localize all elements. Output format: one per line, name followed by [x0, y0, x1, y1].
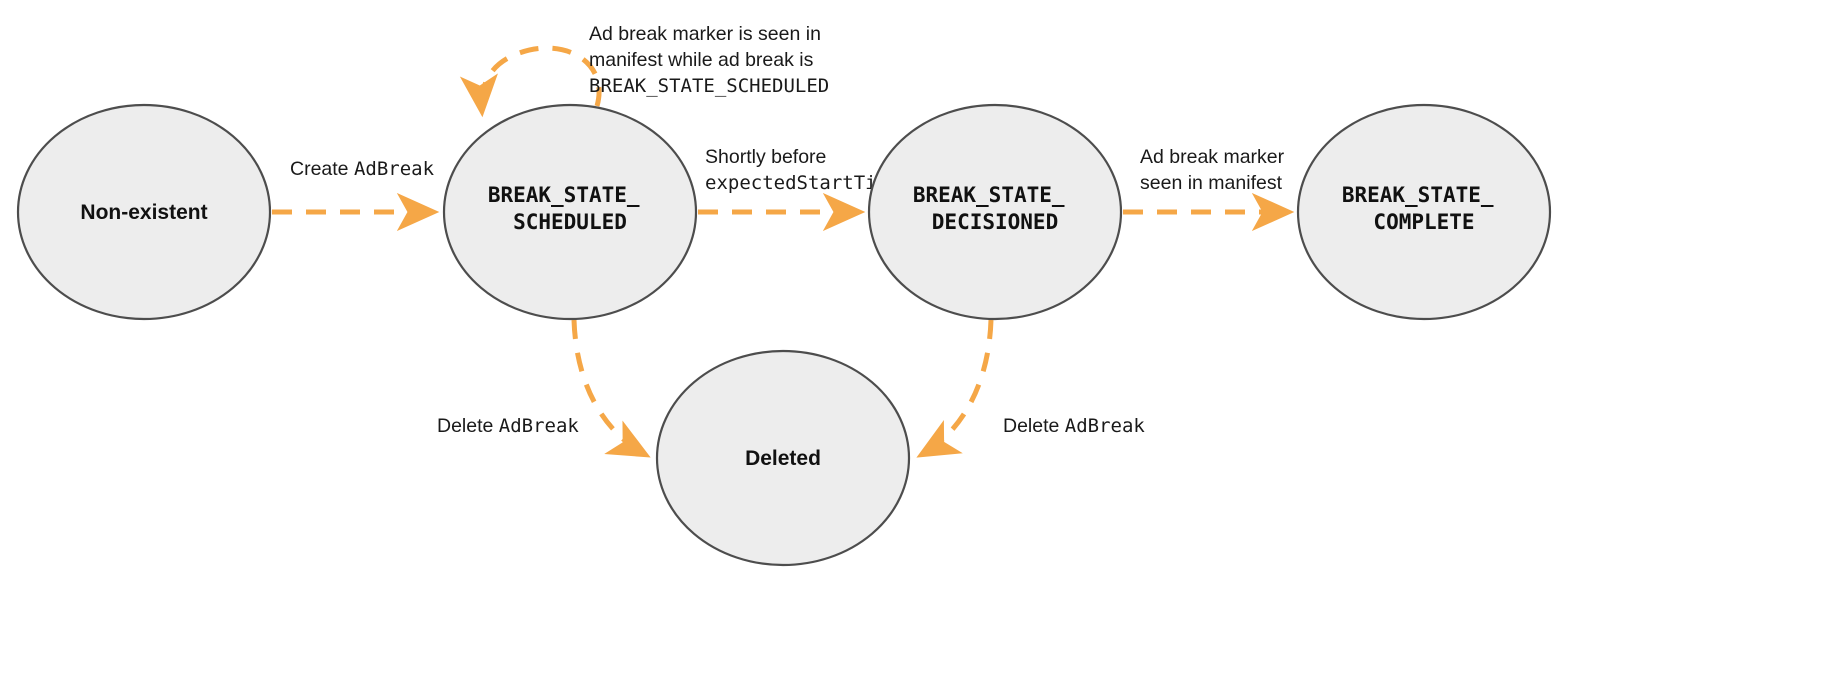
edge-ad-break-marker-seen-in-manifest: Ad break marker seen in manifest [1123, 146, 1295, 232]
node-label-decisioned-line-1: BREAK_STATE_ [913, 183, 1065, 207]
node-label-decisioned-line-2: DECISIONED [932, 210, 1058, 234]
node-shape-break-state-decisioned[interactable] [867, 103, 1123, 321]
edge-label-create-adbreak: Create AdBreak [290, 158, 435, 180]
edge-label-delete-adbreak-1: AdBreak [499, 415, 580, 437]
node-label-complete-line-2: COMPLETE [1373, 210, 1474, 234]
node-shape-break-state-scheduled[interactable] [442, 103, 698, 321]
edge-path-self-loop [459, 45, 602, 118]
edge-label-self-loop-line-2: manifest while ad break is [589, 49, 814, 71]
edge-label-part-create: Create [290, 158, 354, 180]
node-label-break-state-scheduled: BREAK_STATE_ SCHEDULED [488, 183, 652, 234]
edge-label-shortly-before: Shortly before expectedStartTime [705, 146, 899, 194]
node-label-non-existent-line-1: Non-existent [80, 201, 207, 224]
node-label-break-state-decisioned: BREAK_STATE_ DECISIONED [913, 183, 1077, 234]
edge-label-self-loop: Ad break marker is seen in manifest whil… [589, 23, 829, 97]
node-shape-non-existent[interactable] [16, 103, 272, 321]
edge-shortly-before-expected-start-time: Shortly before expectedStartTime [698, 146, 899, 232]
edge-label-delete-adbreak-2: AdBreak [1065, 415, 1146, 437]
edge-label-delete-from-decisioned: Delete AdBreak [1003, 415, 1145, 437]
edge-label-self-loop-line-1: Ad break marker is seen in [589, 23, 821, 45]
edge-label-part-adbreak: AdBreak [354, 158, 435, 180]
edge-path-delete-from-scheduled [571, 319, 651, 458]
node-label-deleted: Deleted [745, 447, 821, 470]
edge-label-shortly-before-line-2: expectedStartTime [705, 172, 899, 194]
edge-label-marker-seen: Ad break marker seen in manifest [1140, 146, 1290, 194]
edge-create-adbreak: Create AdBreak [272, 158, 440, 232]
edge-ad-break-marker-self-loop: Ad break marker is seen in manifest whil… [459, 23, 829, 118]
node-break-state-decisioned[interactable]: BREAK_STATE_ DECISIONED [867, 103, 1123, 321]
node-label-deleted-line-1: Deleted [745, 447, 821, 470]
edge-path-delete-from-decisioned [916, 319, 994, 458]
node-non-existent[interactable]: Non-existent [16, 103, 272, 321]
node-shape-break-state-complete[interactable] [1296, 103, 1552, 321]
edge-label-self-loop-line-3: BREAK_STATE_SCHEDULED [589, 75, 829, 97]
node-shape-deleted[interactable] [655, 349, 911, 567]
node-label-complete-line-1: BREAK_STATE_ [1342, 183, 1494, 207]
node-break-state-scheduled[interactable]: BREAK_STATE_ SCHEDULED [442, 103, 698, 321]
edge-label-shortly-before-line-1: Shortly before [705, 146, 826, 168]
edge-label-delete-word-2: Delete [1003, 415, 1065, 437]
node-break-state-complete[interactable]: BREAK_STATE_ COMPLETE [1296, 103, 1552, 321]
edge-delete-adbreak-from-scheduled: Delete AdBreak [437, 319, 651, 458]
node-label-break-state-complete: BREAK_STATE_ COMPLETE [1342, 183, 1506, 234]
node-label-scheduled-line-1: BREAK_STATE_ [488, 183, 640, 207]
edge-label-marker-seen-line-1: Ad break marker [1140, 146, 1285, 168]
node-label-non-existent: Non-existent [80, 201, 207, 224]
node-label-scheduled-line-2: SCHEDULED [513, 210, 627, 234]
edge-label-delete-from-scheduled: Delete AdBreak [437, 415, 579, 437]
node-deleted[interactable]: Deleted [655, 349, 911, 567]
edge-label-marker-seen-line-2: seen in manifest [1140, 172, 1283, 194]
edge-label-delete-word-1: Delete [437, 415, 499, 437]
edge-delete-adbreak-from-decisioned: Delete AdBreak [916, 319, 1145, 458]
